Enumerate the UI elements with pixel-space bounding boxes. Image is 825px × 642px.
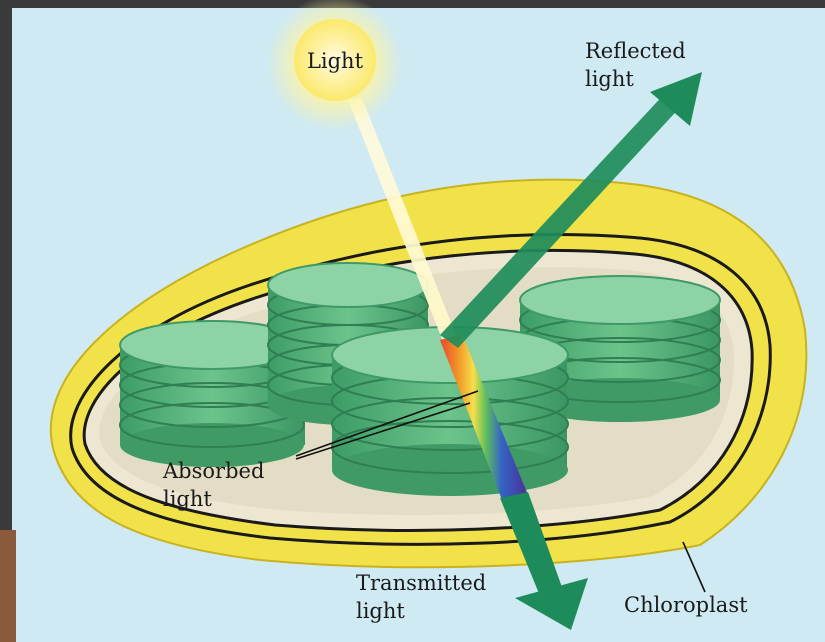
transmitted-light-label-line2: light xyxy=(356,599,405,623)
reflected-light-label-line2: light xyxy=(585,67,634,91)
absorbed-light-label-line2: light xyxy=(163,487,212,511)
reflected-light-label-line1: Reflected xyxy=(585,39,686,63)
light-label: Light xyxy=(307,49,364,73)
absorbed-light-label-line1: Absorbed xyxy=(162,459,264,483)
transmitted-light-label-line1: Transmitted xyxy=(356,571,486,595)
chloroplast-label: Chloroplast xyxy=(624,593,748,617)
edge-sliver xyxy=(0,530,16,642)
